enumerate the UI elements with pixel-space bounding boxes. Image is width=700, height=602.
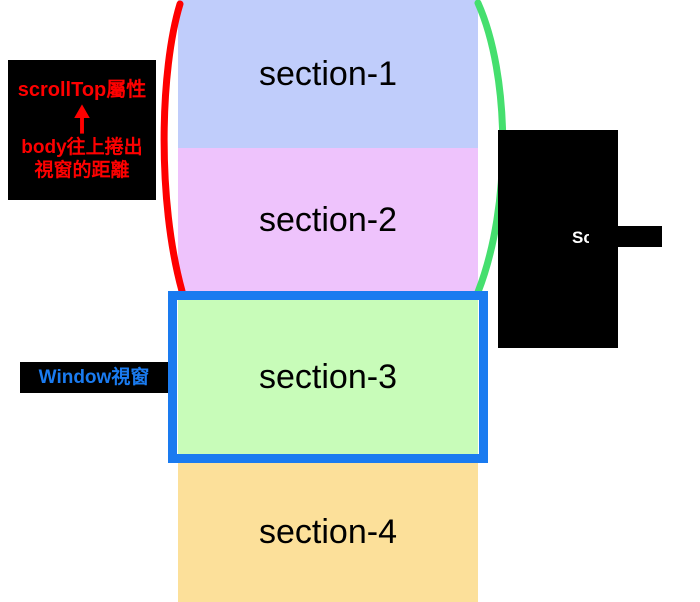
section-3-block: section-3 bbox=[178, 300, 478, 454]
section-2-label: section-2 bbox=[259, 200, 397, 239]
up-arrow-icon bbox=[74, 103, 90, 134]
section-4-label: section-4 bbox=[259, 513, 397, 551]
window-label-text: Window視窗 bbox=[38, 367, 150, 388]
section-2-block: section-2 bbox=[178, 148, 478, 292]
scrolltop-title: scrollTop屬性 bbox=[17, 78, 147, 101]
caption-occluder-bar-overflow bbox=[618, 226, 662, 247]
section-4-block: section-4 bbox=[178, 463, 478, 602]
scrolltop-desc-line1: body往上捲出 bbox=[21, 136, 143, 158]
scroll-height-caption: Sc bbox=[572, 228, 593, 247]
scrolltop-annotation: scrollTop屬性 body往上捲出 視窗的距離 bbox=[8, 60, 156, 200]
window-annotation: Window視窗 bbox=[20, 362, 168, 393]
scrolltop-desc-line2: 視窗的距離 bbox=[34, 159, 130, 181]
section-1-block: section-1 bbox=[178, 0, 478, 148]
section-3-label: section-3 bbox=[259, 357, 397, 396]
section-1-label: section-1 bbox=[259, 54, 397, 93]
